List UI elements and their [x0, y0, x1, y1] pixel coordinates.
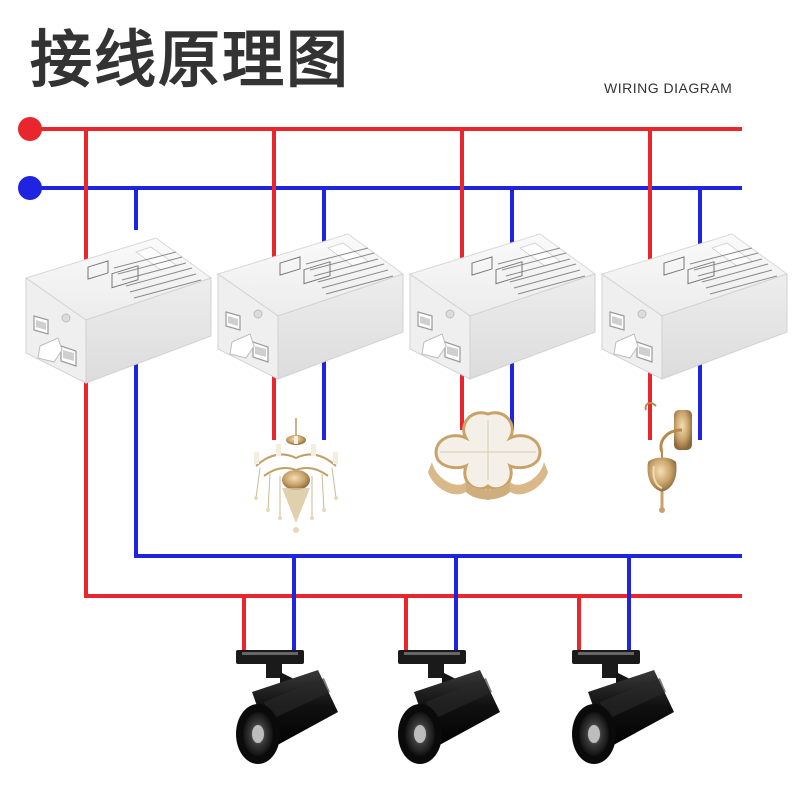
- spotlight-3-wires: [577, 556, 631, 650]
- smart-relay-module-icon: [601, 233, 788, 380]
- smart-relay-module-icon: [25, 237, 212, 384]
- track-spotlight-icon: [398, 650, 500, 764]
- spotlight-1-wires: [242, 556, 296, 650]
- spotlight-2-wires: [404, 556, 458, 650]
- track-spotlight-icon: [236, 650, 338, 764]
- smart-relay-module-icon: [217, 233, 404, 380]
- module-1-output-wires: [84, 345, 138, 598]
- smart-relay-module-icon: [409, 233, 596, 380]
- wall-lamp-icon: [644, 401, 694, 515]
- page-subtitle: WIRING DIAGRAM: [604, 80, 733, 96]
- page-title: 接线原理图: [30, 23, 351, 96]
- flower-ceiling-light-icon: [426, 411, 550, 502]
- track-spotlight-icon: [572, 650, 674, 764]
